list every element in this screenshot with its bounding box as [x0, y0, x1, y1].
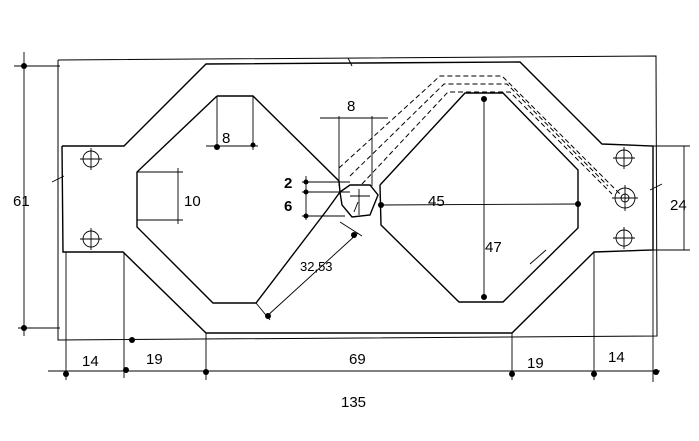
hole-top-left: [80, 148, 102, 170]
edge-ticks: [51, 57, 547, 265]
dim-slot-width: 8: [206, 96, 258, 150]
dim-gaps: 2 6: [284, 175, 350, 220]
dim-tab-left-label: 14: [82, 353, 99, 370]
dim-gap-6-label: 6: [284, 198, 292, 215]
dim-top-gap-label: 8: [347, 98, 355, 115]
dim-left-notch-label: 10: [184, 193, 201, 210]
center-feed-notch: [339, 184, 379, 218]
coax-route: [338, 75, 623, 197]
left-inner-cutout: [136, 95, 341, 304]
dim-vertical: 47: [481, 96, 502, 300]
dim-gap-2-label: 2: [284, 175, 292, 192]
hole-bottom-right: [613, 227, 635, 249]
hole-top-right: [613, 147, 635, 169]
dim-taper-right-label: 19: [527, 355, 544, 372]
dim-vertical-label: 47: [485, 239, 502, 256]
dim-right-height-label: 24: [670, 197, 687, 214]
antenna-outline: [61, 61, 654, 334]
dim-overall-height: 61: [13, 52, 60, 336]
dim-tab-right-label: 14: [608, 349, 625, 366]
hole-bottom-left: [80, 228, 102, 250]
dim-horizontal-label: 45: [428, 193, 445, 210]
dim-right-height: 24: [649, 145, 690, 251]
dim-bottom-chain: 14 19 69 19 14 135: [48, 250, 660, 411]
dim-diagonal-label: 32,53: [300, 259, 333, 274]
mounting-holes: [80, 147, 638, 250]
dim-total-width-label: 135: [341, 394, 366, 411]
dim-horizontal: 45: [378, 193, 581, 210]
dim-overall-height-label: 61: [13, 193, 30, 210]
dim-top-gap: 8: [320, 98, 388, 186]
dim-slot-width-label: 8: [222, 130, 230, 147]
hole-mid-right: [612, 185, 638, 211]
right-inner-cutout: [379, 92, 579, 303]
dim-diagonal: 32,53: [255, 221, 363, 321]
dim-taper-left-label: 19: [146, 351, 163, 368]
outer-board: [57, 55, 658, 341]
dim-left-notch: 10: [137, 168, 201, 224]
dim-center-width-label: 69: [349, 351, 366, 368]
